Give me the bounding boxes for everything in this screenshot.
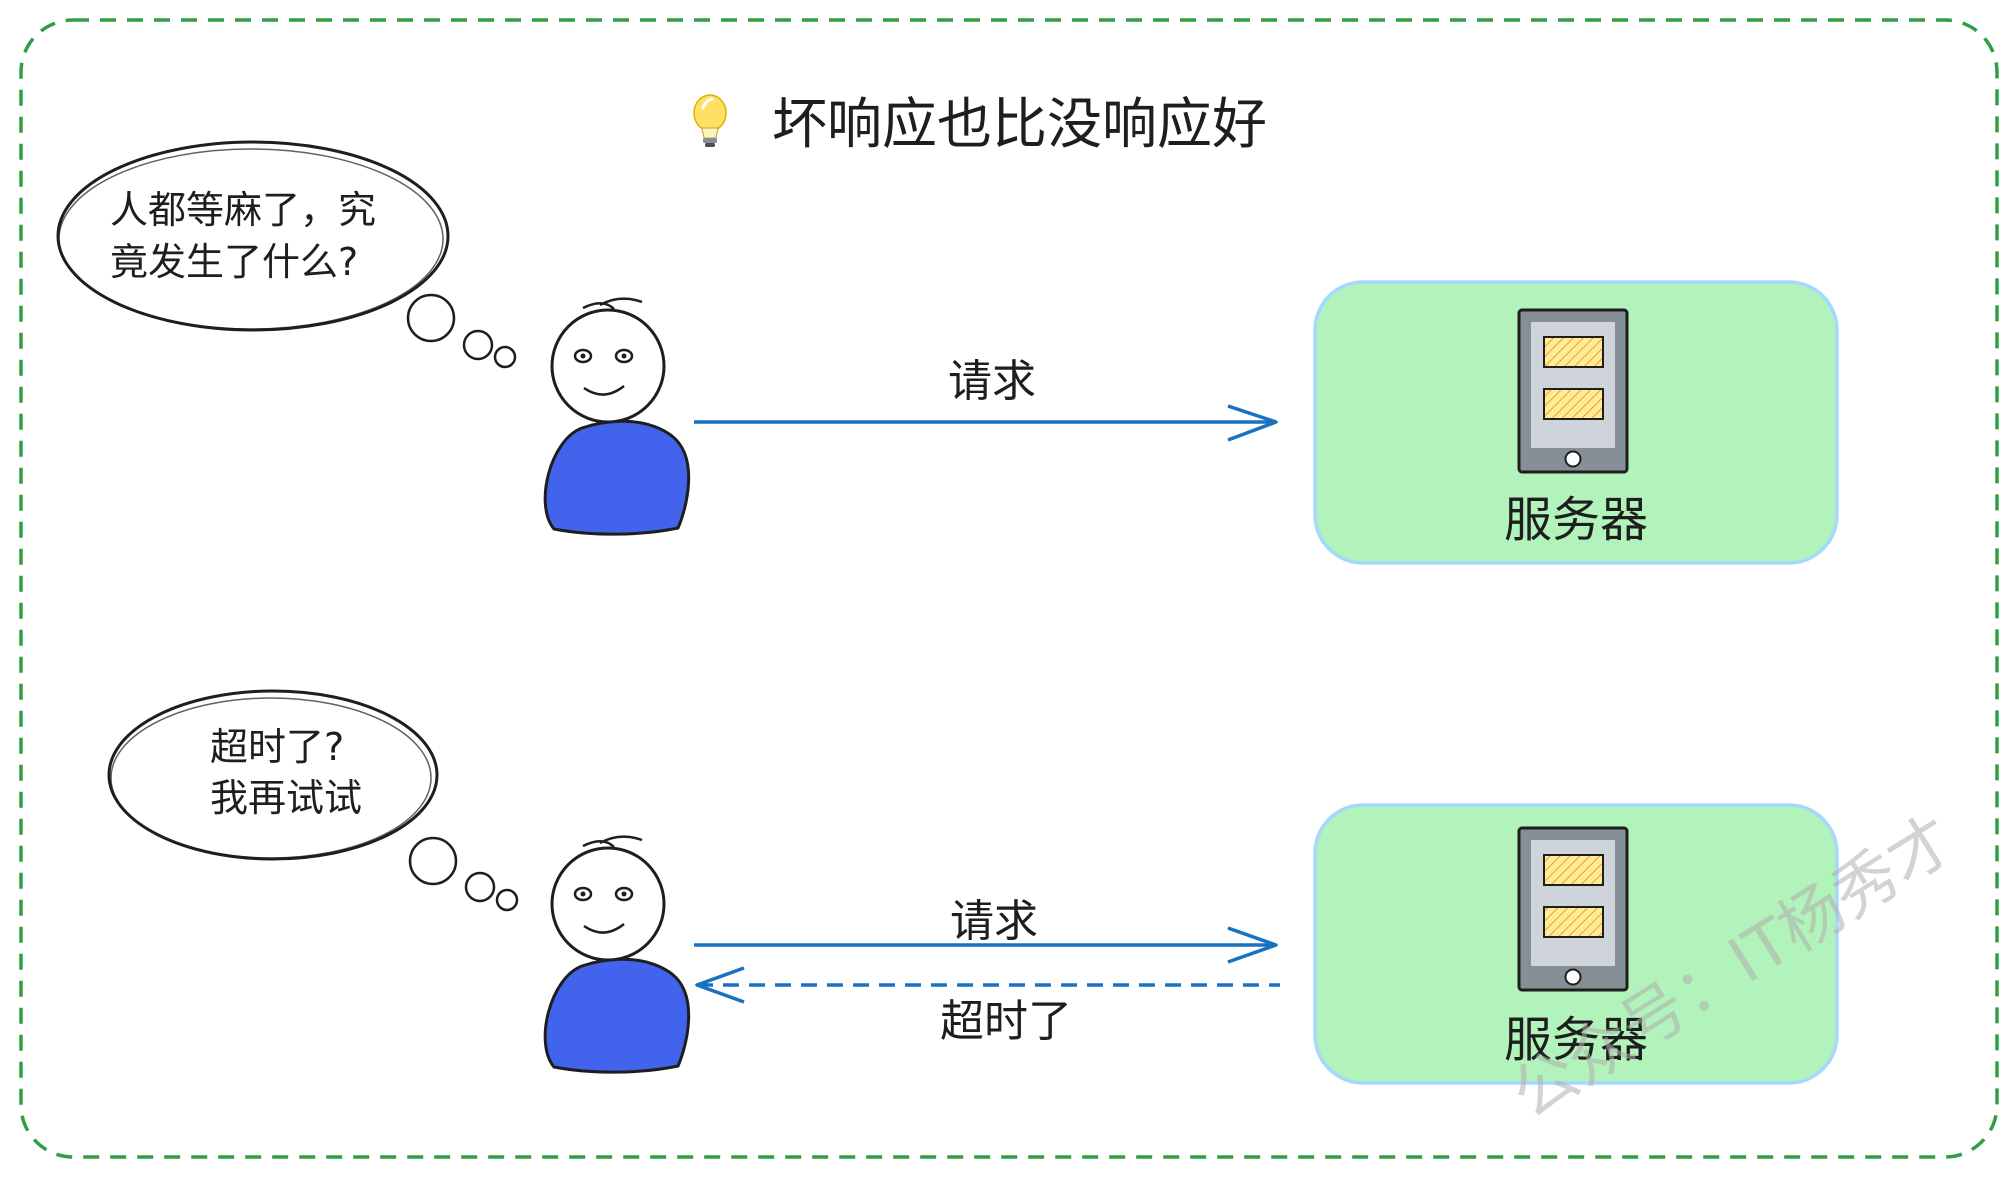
scenario-2: 超时了? 我再试试 请求 超时了	[107, 689, 1839, 1085]
thought-bubble	[107, 689, 519, 912]
scenario-1: 人都等麻了，究 竟发生了什么? 请求	[56, 140, 1839, 565]
thought-text-line2: 竟发生了什么?	[110, 240, 358, 284]
title-group: 坏响应也比没响应好	[693, 92, 1267, 156]
server-box	[1313, 280, 1839, 565]
person-figure	[543, 297, 691, 536]
timeout-arrow	[695, 966, 1280, 1004]
request-label: 请求	[950, 896, 1038, 947]
request-arrow	[694, 404, 1278, 442]
thought-text-line1: 超时了?	[210, 725, 344, 769]
thought-text-line2: 我再试试	[210, 776, 362, 820]
server-label: 服务器	[1504, 492, 1648, 548]
server-device-icon	[1517, 308, 1629, 474]
outer-dashed-frame	[19, 18, 1999, 1159]
server-device-icon	[1517, 826, 1629, 992]
timeout-label: 超时了	[940, 996, 1072, 1047]
request-arrow	[694, 926, 1278, 964]
lightbulb-icon	[693, 94, 727, 147]
page-title: 坏响应也比没响应好	[772, 92, 1267, 156]
thought-text-line1: 人都等麻了，究	[110, 188, 376, 232]
person-figure	[543, 835, 691, 1074]
server-box	[1313, 803, 1839, 1085]
thought-bubble	[56, 140, 517, 369]
server-label: 服务器	[1504, 1012, 1648, 1068]
request-label: 请求	[948, 356, 1036, 407]
